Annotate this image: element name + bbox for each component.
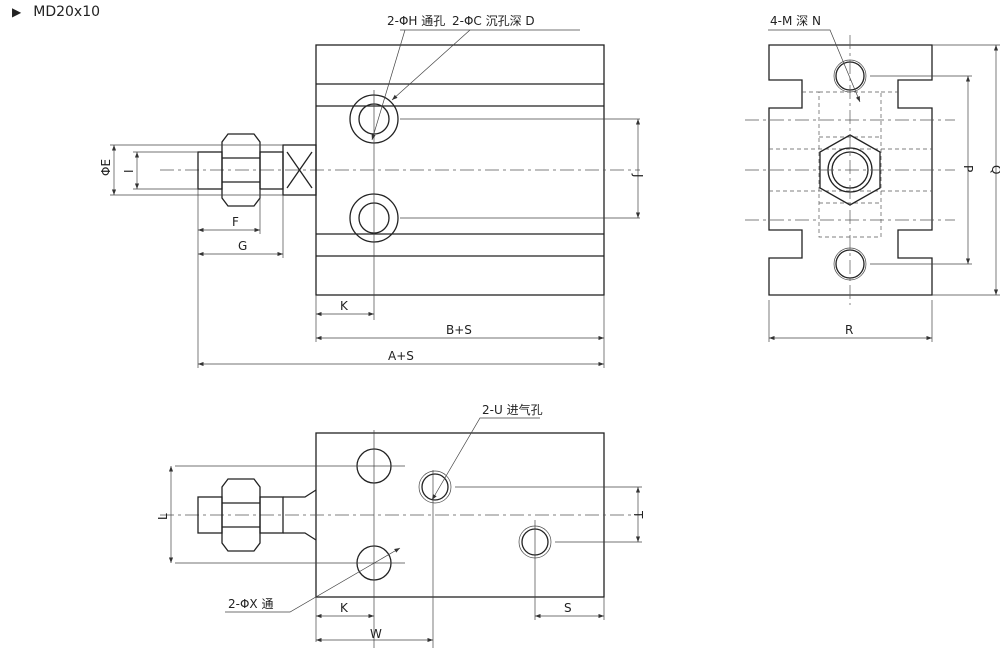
triangle-bullet-icon: ▶ (12, 5, 22, 19)
label-m-thread: 4-M 深 N (770, 14, 821, 28)
label-k-bottom: K (340, 601, 349, 615)
label-h-hole: 2-ΦH 通孔 (387, 14, 445, 28)
drawing-title: ▶ MD20x10 (12, 4, 100, 20)
bottom-view: 2-U 进气孔 2-ΦX 通 L T K W S (156, 402, 645, 648)
label-r: R (845, 323, 853, 337)
label-x-hole: 2-ΦX 通 (228, 597, 273, 611)
hex-nut-bottom (221, 478, 261, 552)
label-i: I (122, 169, 136, 173)
label-q: Q (989, 165, 1000, 174)
label-l: L (156, 513, 170, 520)
label-w: W (370, 627, 382, 641)
label-f: F (232, 215, 239, 229)
label-u-port: 2-U 进气孔 (482, 402, 543, 417)
air-port (421, 473, 449, 501)
side-view: 2-ΦH 通孔 2-ΦC 沉孔深 D ΦE I F G K B+S A+S J (99, 14, 645, 368)
end-view: 4-M 深 N P Q R (745, 14, 1000, 342)
label-c-hole: 2-ΦC 沉孔深 D (452, 14, 535, 28)
label-a-s: A+S (388, 349, 414, 363)
label-s: S (564, 601, 572, 615)
label-k: K (340, 299, 349, 313)
model-name: MD20x10 (33, 4, 101, 20)
label-j: J (631, 173, 645, 178)
thread-rod (197, 151, 223, 190)
label-t: T (631, 510, 645, 519)
label-g: G (238, 239, 247, 253)
label-phi-e: ΦE (99, 159, 113, 176)
label-p: P (961, 165, 975, 172)
label-b-s: B+S (446, 323, 472, 337)
hex-nut (221, 133, 261, 207)
